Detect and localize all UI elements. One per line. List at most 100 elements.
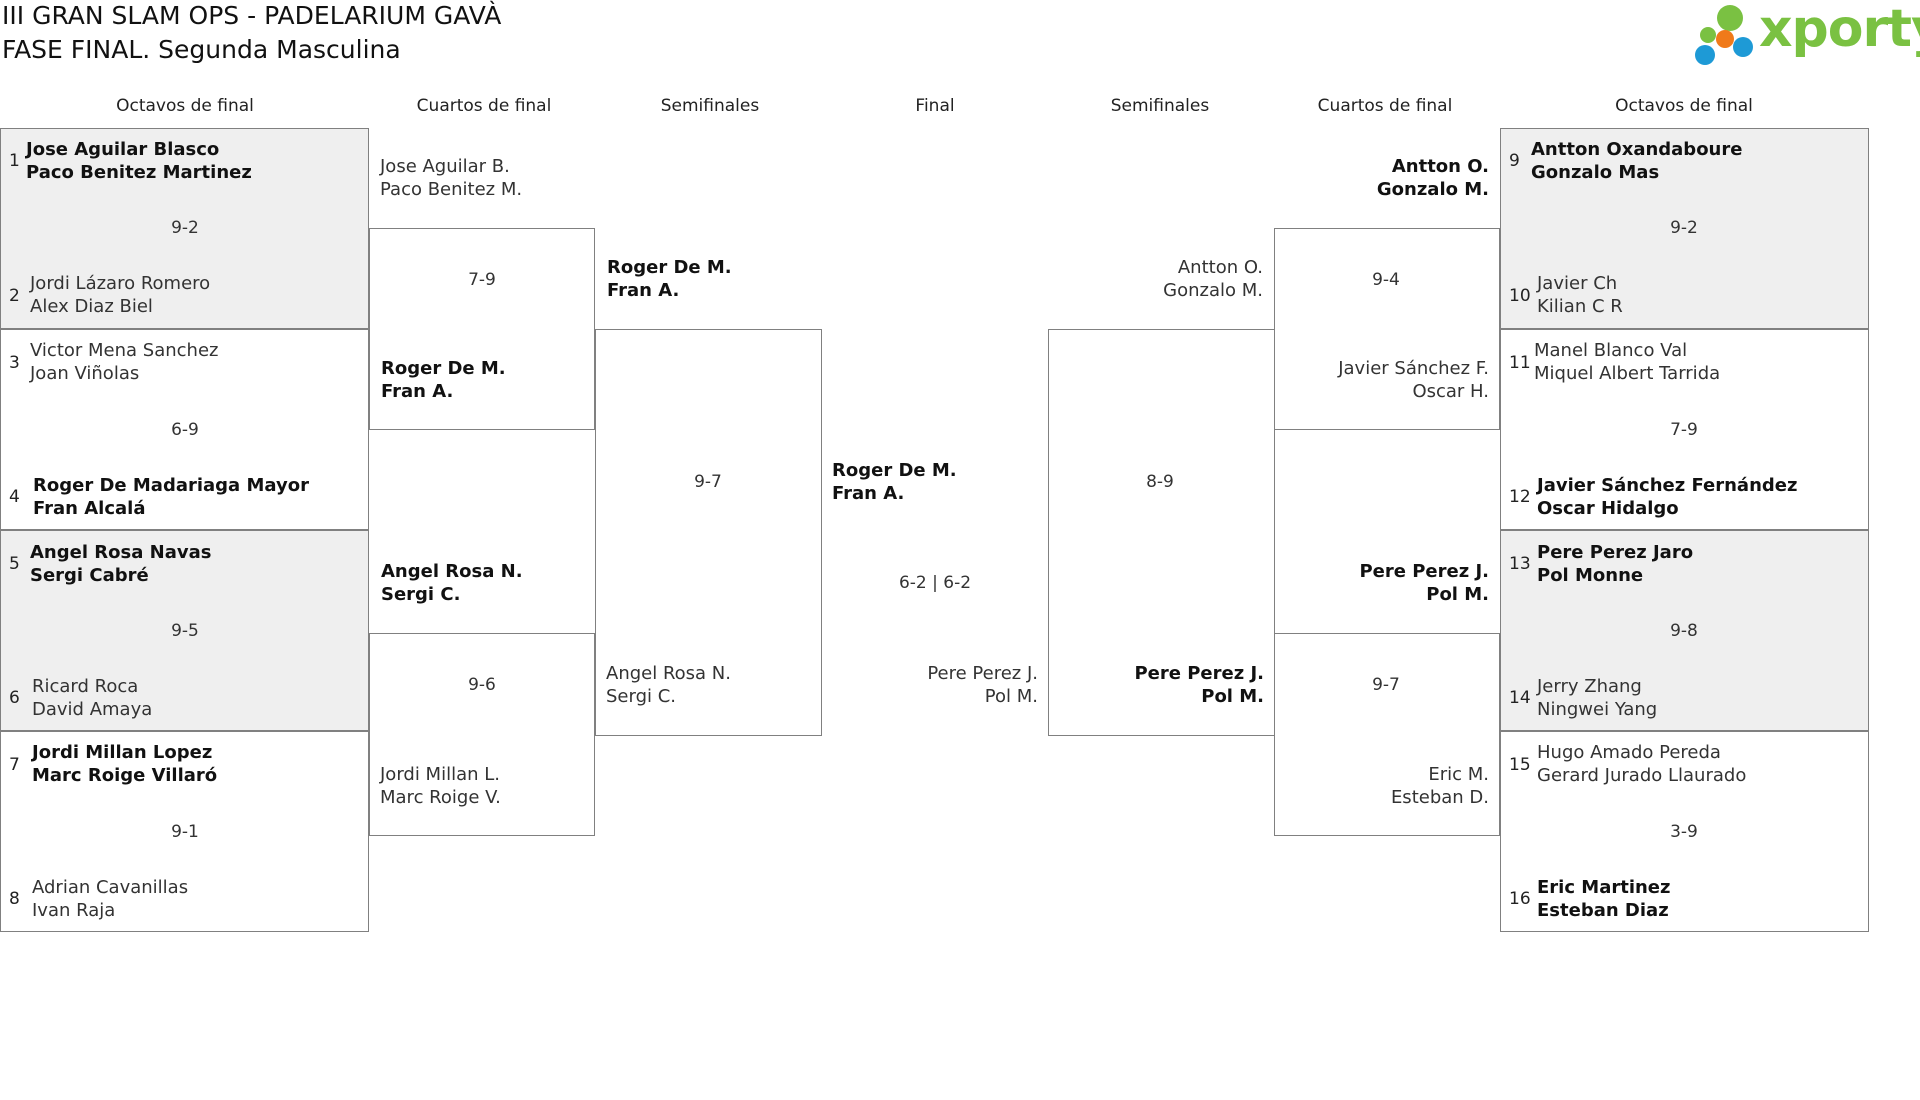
team-name: Jordi Millan L. [380,764,500,785]
event-title: III GRAN SLAM OPS - PADELARIUM GAVÀ [2,1,502,30]
bracket-cuartos-left-1 [369,228,595,430]
team-name: Fran Alcalá [33,498,146,519]
match-score: 9-2 [1670,218,1698,238]
team-name: Roger De M. [832,460,957,481]
bracket-semi-left [595,329,822,736]
logo-dot-orange [1716,30,1734,48]
seed: 9 [1509,151,1520,171]
team-name: Roger De Madariaga Mayor [33,475,309,496]
match-score: 9-4 [1372,270,1400,290]
header-final: Final [915,96,955,116]
logo-dot-blue-2 [1733,37,1753,57]
team-name: Oscar Hidalgo [1537,498,1679,519]
xporty-logo: xporty [1695,0,1920,67]
seed: 11 [1509,353,1531,373]
match-octavos-right-3 [1500,530,1869,731]
team-name: Marc Roige Villaró [32,765,218,786]
seed: 8 [9,889,20,909]
header-semis-left: Semifinales [660,96,760,116]
header-octavos-right: Octavos de final [1615,96,1753,116]
team-name: Miquel Albert Tarrida [1534,363,1721,384]
seed: 6 [9,688,20,708]
team-name: Hugo Amado Pereda [1537,742,1721,763]
match-score: 9-7 [1372,675,1400,695]
team-name: Angel Rosa N. [606,663,731,684]
seed: 3 [9,353,20,373]
team-name: Antton O. [1177,257,1263,278]
match-score: 9-2 [171,218,199,238]
team-name: Pol M. [1201,686,1264,707]
team-name: Gonzalo M. [1163,280,1263,301]
seed: 5 [9,554,20,574]
header-cuartos-left: Cuartos de final [416,96,552,116]
seed: 14 [1509,688,1531,708]
team-name: Ningwei Yang [1537,699,1658,720]
team-name: Pol M. [984,686,1038,707]
team-name: Oscar H. [1412,381,1489,402]
match-score: 9-1 [171,822,199,842]
match-octavos-right-1 [1500,128,1869,329]
team-name: Adrian Cavanillas [32,877,189,898]
match-score: 9-5 [171,621,199,641]
team-name: Angel Rosa Navas [30,542,212,563]
team-name: Joan Viñolas [30,363,140,384]
match-score: 7-9 [468,270,496,290]
seed: 10 [1509,286,1531,306]
bracket-cuartos-right-2 [1274,633,1500,836]
logo-text: xporty [1759,0,1920,59]
header-semis-right: Semifinales [1110,96,1210,116]
team-name: Ivan Raja [32,900,116,921]
match-score: 7-9 [1670,420,1698,440]
match-score: 3-9 [1670,822,1698,842]
logo-dot-green [1717,5,1743,31]
match-octavos-left-1 [0,128,369,329]
team-name: Antton Oxandaboure [1531,139,1743,160]
match-score: 8-9 [1146,472,1174,492]
final-score: 6-2 | 6-2 [898,573,972,593]
team-name: Eric M. [1428,764,1489,785]
bracket-cuartos-left-2 [369,633,595,836]
bracket-cuartos-right-1 [1274,228,1500,430]
team-name: Marc Roige V. [380,787,501,808]
team-name: Pere Perez J. [1359,561,1489,582]
team-name: Roger De M. [607,257,732,278]
match-score: 9-7 [694,472,722,492]
team-name: Fran A. [381,381,454,402]
team-name: Pere Perez J. [927,663,1038,684]
team-name: Javier Sánchez F. [1338,358,1489,379]
header-octavos-left: Octavos de final [116,96,254,116]
team-name: Gerard Jurado Llaurado [1537,765,1747,786]
team-name: Sergi C. [606,686,677,707]
team-name: Jose Aguilar B. [380,156,510,177]
seed: 15 [1509,755,1531,775]
team-name: Pol Monne [1537,565,1644,586]
team-name: Pere Perez J. [1134,663,1264,684]
team-name: Angel Rosa N. [381,561,523,582]
match-octavos-right-2 [1500,329,1869,530]
match-octavos-left-4 [0,731,369,932]
team-name: Roger De M. [381,358,506,379]
match-octavos-left-3 [0,530,369,731]
match-score: 9-6 [468,675,496,695]
team-name: Esteban D. [1390,787,1489,808]
team-name: Fran A. [832,483,905,504]
team-name: Javier Sánchez Fernández [1537,475,1798,496]
team-name: Jerry Zhang [1537,676,1642,697]
team-name: Eric Martinez [1537,877,1671,898]
team-name: David Amaya [32,699,153,720]
seed: 1 [9,151,20,171]
team-name: Paco Benitez Martinez [26,162,252,183]
logo-dot-green-small [1700,27,1716,43]
header-cuartos-right: Cuartos de final [1317,96,1453,116]
seed: 2 [9,286,20,306]
logo-dot-blue [1695,45,1715,65]
team-name: Kilian C R [1537,296,1623,317]
team-name: Manel Blanco Val [1534,340,1688,361]
team-name: Gonzalo Mas [1531,162,1660,183]
match-octavos-left-2 [0,329,369,530]
team-name: Pere Perez Jaro [1537,542,1694,563]
team-name: Ricard Roca [32,676,139,697]
seed: 7 [9,755,20,775]
seed: 4 [9,487,20,507]
team-name: Javier Ch [1537,273,1618,294]
